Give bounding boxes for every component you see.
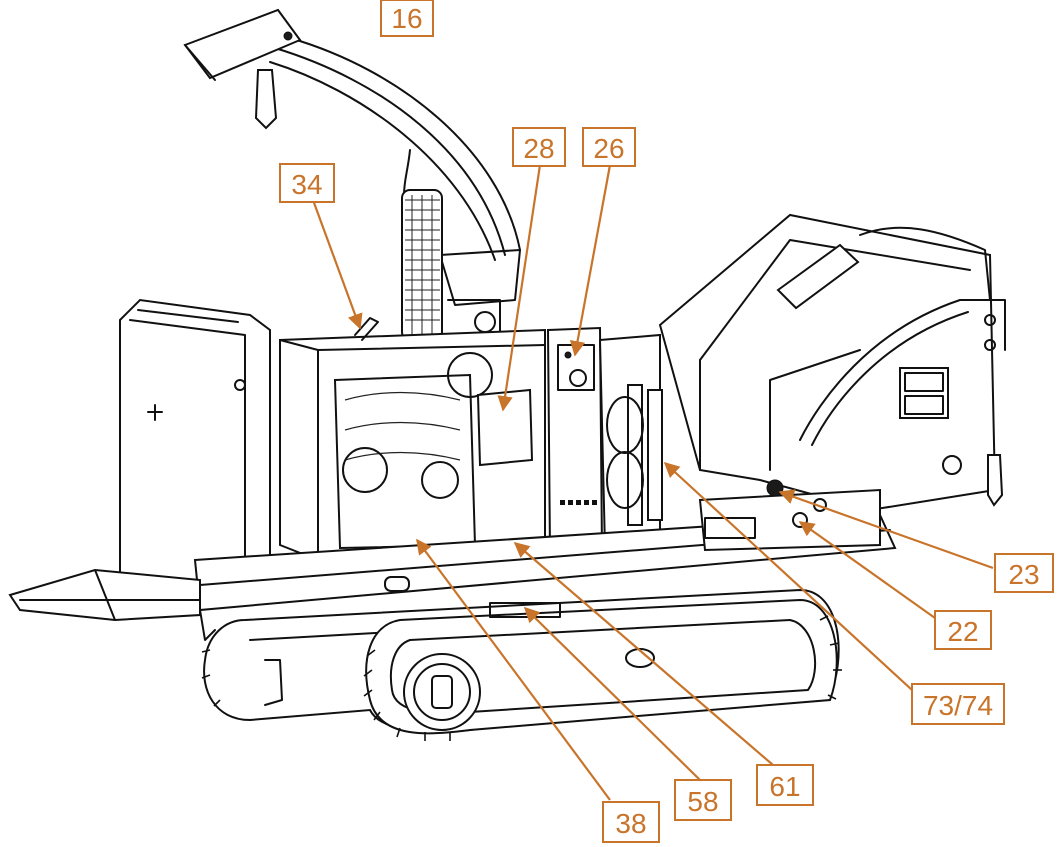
leader-28 xyxy=(497,164,542,412)
leader-lines xyxy=(311,164,994,801)
leader-61 xyxy=(513,541,774,766)
callout-label-61: 61 xyxy=(769,771,800,802)
leader-26 xyxy=(569,164,612,357)
callout-73-74: 73/74 xyxy=(911,683,1005,725)
callout-label-22: 22 xyxy=(947,616,978,647)
callout-34: 34 xyxy=(279,163,335,203)
chassis xyxy=(193,479,897,612)
leader-38 xyxy=(416,538,611,801)
leader-23 xyxy=(778,489,994,570)
discharge-chute xyxy=(183,8,521,341)
leader-22 xyxy=(798,521,936,619)
engine-frame xyxy=(279,317,604,562)
callout-38: 38 xyxy=(602,801,660,843)
leader-58 xyxy=(523,606,701,781)
infeed-hopper xyxy=(658,213,1006,512)
callout-22: 22 xyxy=(934,610,992,650)
callout-label-73-74: 73/74 xyxy=(923,690,993,721)
machine-illustration xyxy=(8,8,1006,741)
callout-58: 58 xyxy=(674,779,732,821)
callout-label-34: 34 xyxy=(291,169,322,200)
callouts: 16 34 28 26 23 22 73/74 61 xyxy=(279,0,1054,843)
callout-16: 16 xyxy=(380,0,434,37)
callout-label-28: 28 xyxy=(523,133,554,164)
hydraulic-cylinders xyxy=(598,333,663,550)
feed-table xyxy=(8,568,216,641)
callout-label-26: 26 xyxy=(593,133,624,164)
tracks xyxy=(201,588,842,741)
callout-28: 28 xyxy=(512,127,566,167)
callout-label-16: 16 xyxy=(391,3,422,34)
callout-label-58: 58 xyxy=(687,786,718,817)
exhaust-stack xyxy=(401,149,443,341)
callout-label-38: 38 xyxy=(615,808,646,839)
callout-23: 23 xyxy=(994,553,1054,593)
leader-34 xyxy=(311,199,363,330)
callout-label-23: 23 xyxy=(1008,559,1039,590)
leader-73-74 xyxy=(663,461,913,691)
callout-26: 26 xyxy=(582,127,636,167)
callout-61: 61 xyxy=(756,764,814,806)
